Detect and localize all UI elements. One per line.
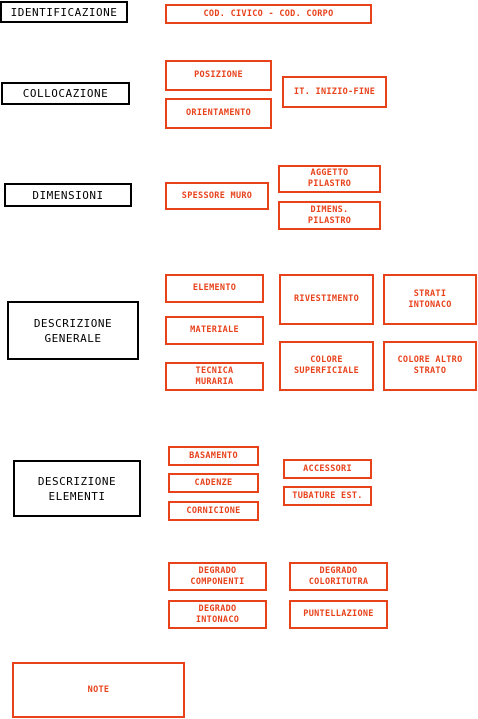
category-descrizione-elementi[interactable]: DESCRIZIONE ELEMENTI xyxy=(13,460,141,517)
field-accessori[interactable]: ACCESSORI xyxy=(283,459,372,479)
field-degrado-componenti[interactable]: DEGRADO COMPONENTI xyxy=(168,562,267,591)
field-cadenze[interactable]: CADENZE xyxy=(168,473,259,493)
field-degrado-coloritutra[interactable]: DEGRADO COLORITUTRA xyxy=(289,562,388,591)
field-elemento[interactable]: ELEMENTO xyxy=(165,274,264,303)
category-dimensioni[interactable]: DIMENSIONI xyxy=(4,183,132,207)
category-collocazione[interactable]: COLLOCAZIONE xyxy=(1,82,130,105)
field-cornicione[interactable]: CORNICIONE xyxy=(168,501,259,521)
field-tubature-est[interactable]: TUBATURE EST. xyxy=(283,486,372,506)
field-materiale[interactable]: MATERIALE xyxy=(165,316,264,345)
field-degrado-intonaco[interactable]: DEGRADO INTONACO xyxy=(168,600,267,629)
field-colore-altro-strato[interactable]: COLORE ALTRO STRATO xyxy=(383,341,477,391)
category-identificazione[interactable]: IDENTIFICAZIONE xyxy=(0,1,128,23)
field-it-inizio-fine[interactable]: IT. INIZIO-FINE xyxy=(282,76,387,108)
field-aggetto-pilastro[interactable]: AGGETTO PILASTRO xyxy=(278,165,381,193)
category-descrizione-generale[interactable]: DESCRIZIONE GENERALE xyxy=(7,301,139,360)
field-tecnica-muraria[interactable]: TECNICA MURARIA xyxy=(165,362,264,391)
field-dimens-pilastro[interactable]: DIMENS. PILASTRO xyxy=(278,201,381,230)
field-note[interactable]: NOTE xyxy=(12,662,185,718)
field-strati-intonaco[interactable]: STRATI INTONACO xyxy=(383,274,477,325)
field-posizione[interactable]: POSIZIONE xyxy=(165,60,272,91)
field-puntellazione[interactable]: PUNTELLAZIONE xyxy=(289,600,388,629)
field-spessore-muro[interactable]: SPESSORE MURO xyxy=(165,182,269,210)
field-rivestimento[interactable]: RIVESTIMENTO xyxy=(279,274,374,325)
field-basamento[interactable]: BASAMENTO xyxy=(168,446,259,466)
field-orientamento[interactable]: ORIENTAMENTO xyxy=(165,98,272,129)
field-colore-superficiale[interactable]: COLORE SUPERFICIALE xyxy=(279,341,374,391)
field-cod-civico-corpo[interactable]: COD. CIVICO - COD. CORPO xyxy=(165,4,372,24)
